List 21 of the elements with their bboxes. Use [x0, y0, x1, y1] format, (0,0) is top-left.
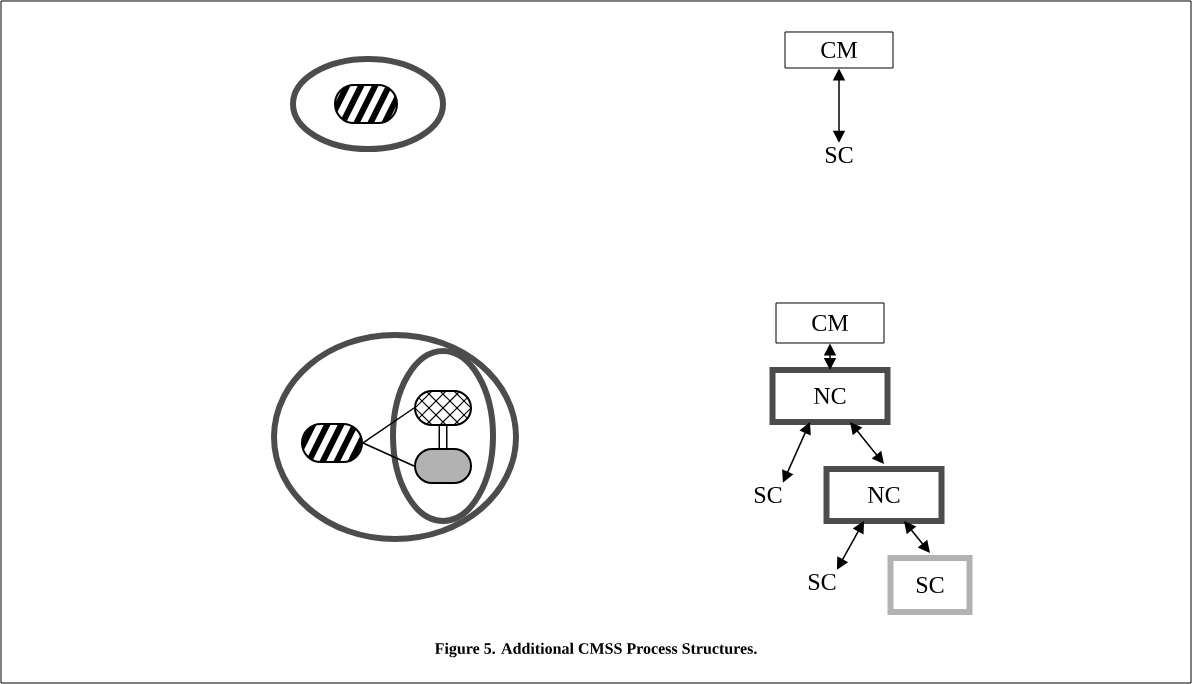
striped-capsule: [334, 84, 398, 124]
connector: [362, 407, 415, 444]
arrow: [904, 521, 930, 553]
caption: Figure 5. Additional CMSS Process Structures.: [434, 642, 757, 658]
process-box: NC: [823, 466, 945, 524]
node-label: SC: [754, 486, 782, 504]
capsule: [414, 448, 472, 484]
node-label: SC: [825, 146, 853, 164]
process-box: CM: [784, 31, 894, 69]
ellipse: [290, 56, 446, 152]
ellipse: [390, 348, 496, 524]
connector: [438, 426, 448, 448]
process-box: SC: [887, 555, 973, 615]
process-box: CM: [775, 302, 885, 344]
connector: [362, 442, 415, 467]
process-box: NC: [769, 367, 891, 425]
node-label: SC: [808, 573, 836, 591]
arrow: [850, 422, 884, 464]
crosshatched-capsule: [414, 390, 472, 426]
striped-capsule: [301, 423, 363, 463]
ellipse: [271, 332, 519, 542]
